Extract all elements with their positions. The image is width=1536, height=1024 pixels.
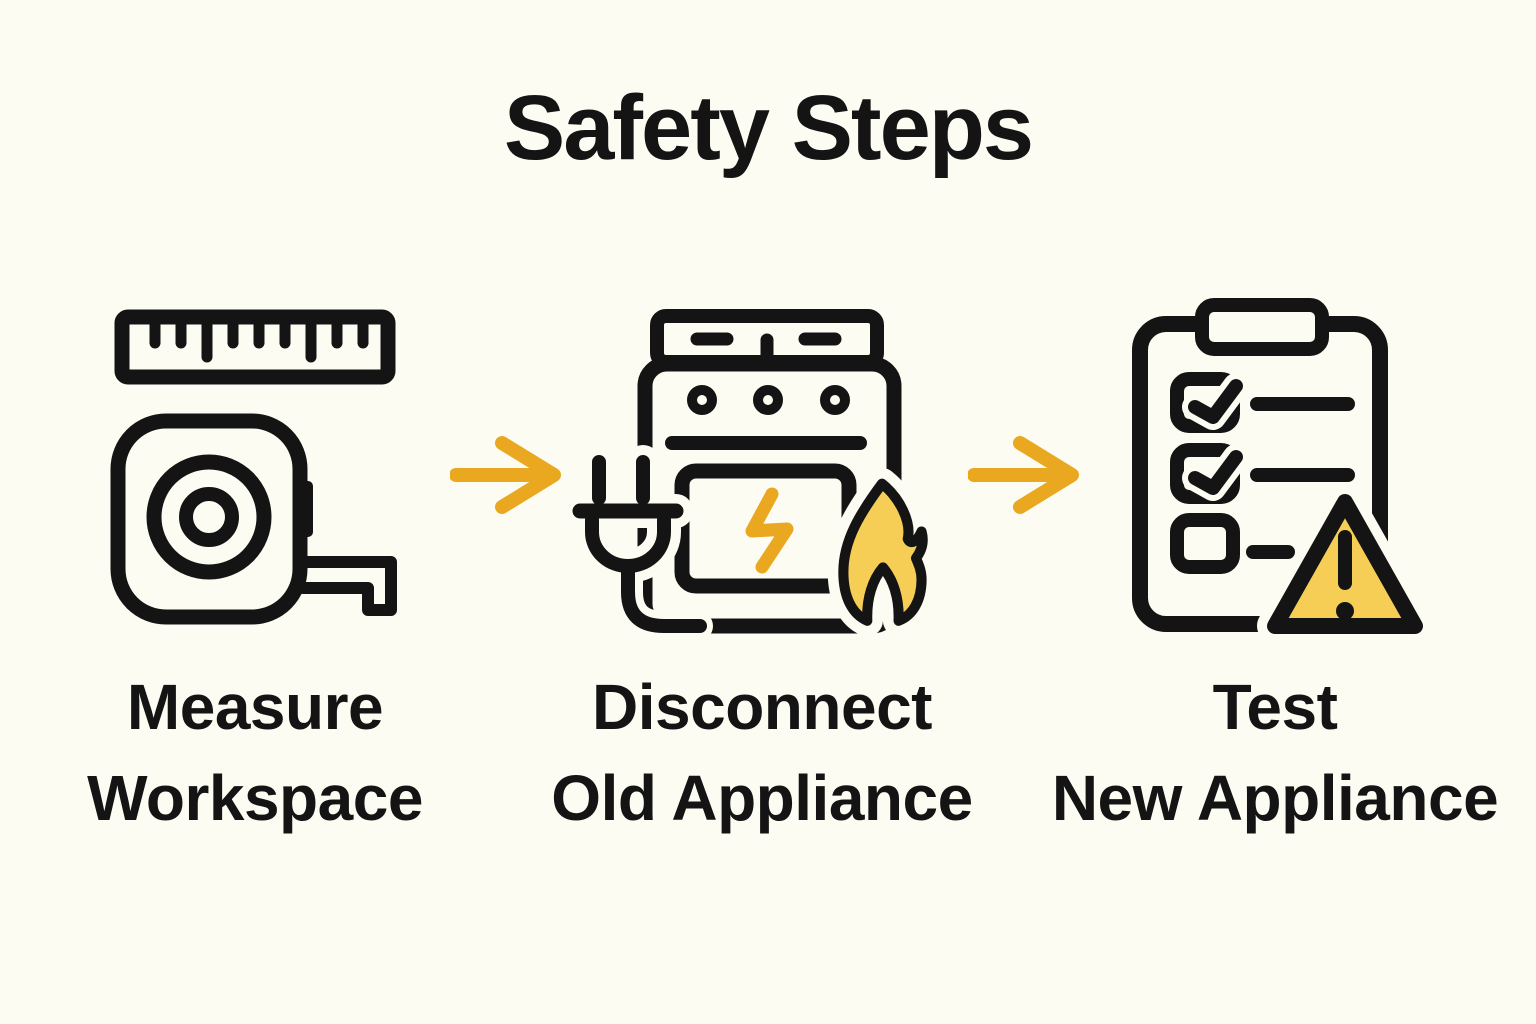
step-3-icon-wrap xyxy=(1125,288,1425,650)
clipboard-clip xyxy=(1195,298,1329,356)
ruler-icon xyxy=(114,309,396,385)
step-3-label-line1: Test xyxy=(1212,671,1338,743)
checklist-lines xyxy=(1246,397,1355,559)
step-measure-workspace: Measure Workspace xyxy=(55,288,455,844)
step-1-label: Measure Workspace xyxy=(87,662,423,844)
ruler-ticks xyxy=(149,319,369,363)
page-title: Safety Steps xyxy=(503,77,1034,179)
step-2-label-line2: Old Appliance xyxy=(551,761,973,834)
step-1-label-line2: Workspace xyxy=(87,761,423,834)
exclamation-dot xyxy=(1336,602,1354,620)
flame-icon xyxy=(838,478,928,626)
arrow-right-icon xyxy=(968,436,1079,514)
tape-lock-latch xyxy=(296,481,313,537)
step-1-label-line1: Measure xyxy=(126,671,384,743)
step-2-label-line1: Disconnect xyxy=(592,671,932,743)
step-disconnect-old-appliance: Disconnect Old Appliance xyxy=(542,288,982,844)
tape-measure-body xyxy=(110,413,397,625)
unplugged-stove-flame-icon xyxy=(572,309,939,641)
clipboard-checklist-warning-icon xyxy=(1132,298,1425,644)
step-2-icon-wrap xyxy=(572,288,952,650)
check-marks xyxy=(1182,373,1249,501)
check-icon xyxy=(1188,450,1243,495)
step-test-new-appliance: Test New Appliance xyxy=(1030,288,1520,844)
check-icon xyxy=(1188,379,1243,424)
step-1-icon-wrap xyxy=(110,288,400,650)
step-2-label: Disconnect Old Appliance xyxy=(551,662,973,844)
checkbox-empty xyxy=(1170,513,1240,574)
tape-measure-icon xyxy=(110,309,397,625)
step-3-label: Test New Appliance xyxy=(1051,662,1499,844)
power-plug-icon xyxy=(572,455,707,633)
arrow-right-icon xyxy=(450,436,561,514)
lightning-bolt-icon xyxy=(745,487,794,574)
step-3-label-line2: New Appliance xyxy=(1051,761,1499,834)
stove-icon xyxy=(637,309,902,634)
